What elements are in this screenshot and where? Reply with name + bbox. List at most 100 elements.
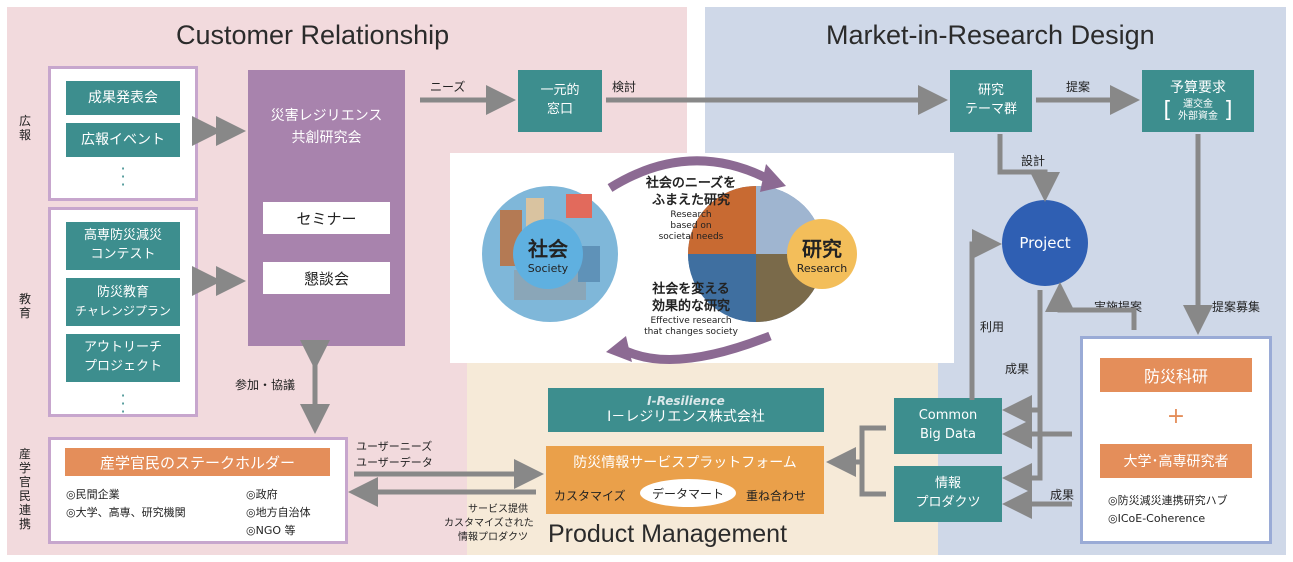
datamart-label: データマート xyxy=(651,486,724,501)
stakeholder-item: ◎地方自治体 xyxy=(246,506,311,519)
cycle-arrow-top xyxy=(607,156,773,192)
research-themes-box: 研究テーマ群 xyxy=(950,70,1032,132)
tsunami-icon xyxy=(688,254,756,322)
more-dots: ··· xyxy=(120,159,126,194)
project-label: Project xyxy=(1019,234,1071,252)
market-research-title: Market-in-Research Design xyxy=(826,20,1155,50)
cycle-top-en: based on xyxy=(670,221,712,232)
more-dots: ··· xyxy=(120,386,126,421)
use-label: 利用 xyxy=(980,320,1005,334)
cycle-bottom-caption: 社会を変える 効果的な研究 Effective research that ch… xyxy=(620,282,762,338)
budget-item: 外部資金 xyxy=(1178,111,1218,123)
education-item: 防災教育チャレンジプラン xyxy=(66,278,180,326)
education-item-line: 高専防災減災 xyxy=(83,228,162,244)
partners-box: 大学･高専研究者 xyxy=(1100,444,1252,478)
service-label-3: 情報プロダクツ xyxy=(458,532,528,543)
ip-line: プロダクツ xyxy=(915,495,981,510)
company-logo: I-Resilience xyxy=(647,393,725,408)
review-label: 検討 xyxy=(612,80,637,94)
consortium-title-line: 共創研究会 xyxy=(291,130,362,147)
info-products-box: 情報プロダクツ xyxy=(894,466,1002,522)
pr-item: 成果発表会 xyxy=(66,81,180,115)
implementation-proposal-label: 実施提案 xyxy=(1094,300,1143,314)
pr-item: 広報イベント xyxy=(66,123,180,157)
customize-label: カスタマイズ xyxy=(554,489,626,503)
user-data-label: ユーザーデータ xyxy=(356,456,433,469)
stakeholder-item: ◎民間企業 xyxy=(66,488,120,501)
cbd-line: Common xyxy=(918,408,978,424)
budget-item: 運交金 xyxy=(1183,98,1213,110)
datamart-ellipse: データマート xyxy=(640,479,736,507)
cycle-bottom-en: that changes society xyxy=(644,327,738,338)
budget-request-box: 予算要求 [ 運交金外部資金 ] xyxy=(1142,70,1254,132)
bracket-right: ] xyxy=(1224,98,1233,124)
stakeholder-item: ◎政府 xyxy=(246,488,278,501)
research-en: Research xyxy=(796,262,848,275)
one-stop-window: 一元的窓口 xyxy=(518,70,602,132)
bracket-left: [ xyxy=(1163,98,1172,124)
result-label-2: 成果 xyxy=(1050,488,1075,502)
service-label-2: カスタマイズされた xyxy=(444,518,534,529)
participation-label: 参加・協議 xyxy=(235,378,296,392)
cycle-bottom-jp: 効果的な研究 xyxy=(651,298,730,314)
ip-line: 情報 xyxy=(934,476,961,492)
building-icon xyxy=(578,246,600,282)
customer-relationship-title: Customer Relationship xyxy=(176,20,450,50)
education-item-line: プロジェクト xyxy=(83,359,162,374)
window-line: 窓口 xyxy=(546,102,573,117)
stakeholder-item: ◎大学、高専、研究機関 xyxy=(66,506,186,519)
cycle-bottom-jp: 社会を変える xyxy=(652,282,730,297)
cycle-arrow-bottom xyxy=(617,331,772,364)
education-item-line: チャレンジプラン xyxy=(75,303,171,318)
themes-line: テーマ群 xyxy=(964,102,1017,117)
call-for-proposals-label: 提案募集 xyxy=(1212,300,1261,314)
proposal-label: 提案 xyxy=(1066,80,1091,94)
icoe-item: ◎ICoE-Coherence xyxy=(1108,512,1206,525)
project-circle: Project xyxy=(1002,200,1088,286)
education-item-line: アウトリーチ xyxy=(83,340,162,356)
user-needs-label: ユーザーニーズ xyxy=(356,440,433,453)
cycle-arrow-head xyxy=(760,164,786,192)
stakeholders-title: 産学官民のステークホルダー xyxy=(65,448,330,476)
service-label-1: サービス提供 xyxy=(468,504,528,515)
education-item-line: 防災教育 xyxy=(96,284,149,300)
cycle-arrow-head xyxy=(606,336,632,362)
education-item: アウトリーチプロジェクト xyxy=(66,334,180,382)
budget-title: 予算要求 xyxy=(1170,80,1226,97)
hub-item: ◎防災減災連携研究ハブ xyxy=(1108,494,1228,507)
platform-title: 防災情報サービスプラットフォーム xyxy=(573,455,797,471)
meeting-box: 懇談会 xyxy=(263,262,390,294)
plus-sign: + xyxy=(1166,404,1186,429)
product-management-title: Product Management xyxy=(548,520,788,548)
society-circle: 社会 Society xyxy=(513,219,583,289)
consortium-title: 災害レジリエンス 共創研究会 xyxy=(248,105,405,150)
education-item: 高専防災減災コンテスト xyxy=(66,222,180,270)
cycle-bottom-en: Effective research xyxy=(650,315,732,326)
company-box: I-Resilience I－レジリエンス株式会社 xyxy=(548,388,824,432)
cycle-top-jp: ふまえた研究 xyxy=(651,192,730,208)
design-label: 設計 xyxy=(1021,154,1046,168)
result-label: 成果 xyxy=(1005,362,1030,376)
education-item-line: コンテスト xyxy=(90,247,156,262)
seminar-box: セミナー xyxy=(263,202,390,234)
cycle-top-en: Research xyxy=(670,209,712,220)
collaboration-side-label: 産学官民連携 xyxy=(18,447,31,531)
window-line: 一元的 xyxy=(540,83,580,99)
needs-label: ニーズ xyxy=(430,80,466,94)
themes-line: 研究 xyxy=(977,83,1004,99)
cycle-top-caption: 社会のニーズを ふまえた研究 Research based on societa… xyxy=(626,176,756,244)
society-en: Society xyxy=(527,262,569,275)
consortium-title-line: 災害レジリエンス xyxy=(270,108,383,124)
house-icon xyxy=(566,194,592,218)
education-side-label: 教育 xyxy=(18,292,31,320)
research-circle: 研究 Research xyxy=(787,219,857,289)
research-jp: 研究 xyxy=(802,237,842,261)
stakeholder-item: ◎NGO 等 xyxy=(246,524,296,537)
nied-title: 防災科研 xyxy=(1100,358,1252,392)
cycle-top-jp: 社会のニーズを xyxy=(645,176,737,191)
company-name: I－レジリエンス株式会社 xyxy=(607,408,765,425)
society-jp: 社会 xyxy=(528,237,568,261)
overlay-label: 重ね合わせ xyxy=(746,489,807,503)
volcano-icon xyxy=(688,186,756,254)
